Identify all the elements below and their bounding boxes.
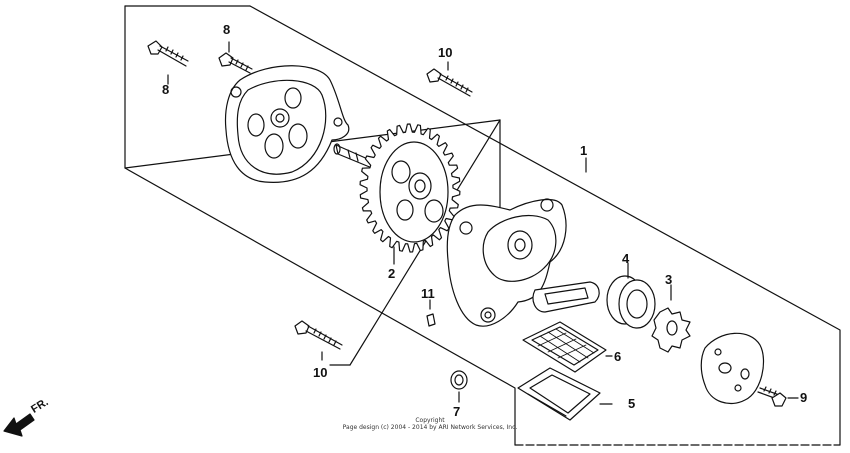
front-direction-arrow-icon [3, 413, 35, 437]
bolt-9 [757, 386, 799, 407]
callout-7: 7 [453, 404, 461, 419]
callout-8-right: 8 [223, 22, 231, 37]
bolt-10-lower [294, 320, 343, 361]
callout-1: 1 [580, 143, 588, 158]
callout-4: 4 [622, 251, 630, 266]
bolt-8-left [147, 40, 189, 85]
pump-body [446, 198, 600, 327]
driven-sprocket [359, 123, 461, 265]
callout-11: 11 [421, 286, 435, 301]
callout-2: 2 [388, 266, 396, 281]
dowel-pin [426, 299, 436, 327]
inner-rotor [651, 284, 691, 353]
bolt-8-right [218, 41, 253, 74]
callout-8-left: 8 [162, 82, 170, 97]
copyright-line-1: Copyright [415, 417, 445, 424]
bolt-10-upper [426, 61, 473, 97]
sealing-washer [450, 370, 468, 403]
strainer-gasket [517, 367, 613, 421]
callout-10-upper: 10 [438, 45, 453, 60]
callout-9: 9 [800, 390, 808, 405]
callout-6: 6 [614, 349, 622, 364]
callout-5: 5 [628, 396, 636, 411]
pump-end-plate [700, 332, 765, 405]
callout-10-lower: 10 [313, 365, 328, 380]
outer-rotor [606, 262, 656, 329]
copyright-notice: Copyright Page design (c) 2004 - 2014 by… [330, 417, 530, 431]
oil-screen [522, 321, 613, 373]
callout-3: 3 [665, 272, 673, 287]
pump-cover [224, 65, 350, 183]
copyright-line-2: Page design (c) 2004 - 2014 by ARI Netwo… [342, 424, 518, 432]
